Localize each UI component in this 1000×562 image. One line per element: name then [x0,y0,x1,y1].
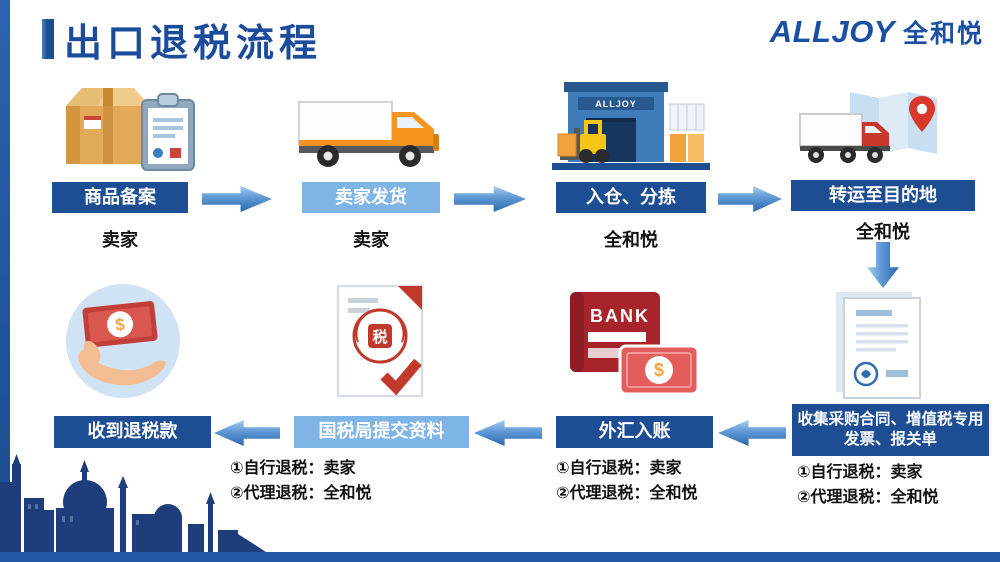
actor-seller-2: 卖家 [353,230,389,250]
transport-to-destination-icon [799,92,937,163]
warehouse-forklift-icon: ALLJOY [552,82,710,170]
left-edge-bar [0,0,10,562]
note-line: ①自行退税：卖家 [797,464,923,481]
delivery-truck-icon [298,101,439,167]
logo-wordmark: ALLJOY [769,14,895,49]
step-label-product-registration: 商品备案 [52,182,188,213]
step-label-seller-ships: 卖家发货 [302,182,440,213]
city-skyline [0,454,266,552]
tax-bureau-document-icon: 税 [336,284,424,398]
flow-arrow-right-2 [454,186,526,212]
svg-text:ALLJOY: ALLJOY [595,99,637,109]
notes-collect-documents: ①自行退税：卖家 ②代理退税：全和悦 [797,460,939,510]
actor-seller-1: 卖家 [102,230,138,250]
logo-chinese-name: 全和悦 [902,20,984,48]
receive-refund-icon: $ [66,284,180,398]
alljoy-logo: ALLJOY 全和悦 [770,14,984,50]
bank-deposit-icon: BANK $ [570,292,700,396]
note-line: ①自行退税：卖家 [556,460,682,477]
step-label-collect-documents: 收集采购合同、增值税专用发票、报关单 [792,404,989,456]
svg-text:BANK: BANK [590,306,650,326]
step-label-warehouse-sorting: 入仓、分拣 [556,182,706,213]
notes-forex-receipt: ①自行退税：卖家 ②代理退税：全和悦 [556,456,698,506]
step-label-receive-refund: 收到退税款 [54,416,211,448]
flow-arrow-right-3 [718,186,782,212]
actor-alljoy-2: 全和悦 [856,222,910,242]
note-line: ②代理退税：全和悦 [230,485,372,502]
note-line: ②代理退税：全和悦 [556,485,698,502]
step-label-forex-receipt: 外汇入账 [556,416,713,448]
page-title: 出口退税流程 [64,23,323,65]
flow-arrow-right-1 [202,186,272,212]
package-clipboard-icon [66,88,195,171]
svg-text:$: $ [114,315,126,335]
step-label-transport-to-destination: 转运至目的地 [791,180,975,211]
flow-arrow-left-1 [718,420,786,446]
note-line: ②代理退税：全和悦 [797,489,939,506]
step-label-submit-tax-bureau: 国税局提交资料 [294,416,469,448]
bottom-edge-bar [0,552,1000,562]
flow-arrow-left-2 [474,420,542,446]
actor-alljoy-1: 全和悦 [604,230,658,250]
svg-text:税: 税 [372,328,387,346]
flow-arrow-down [867,242,899,288]
notes-submit-tax-bureau: ①自行退税：卖家 ②代理退税：全和悦 [230,456,372,506]
title-accent-bar [42,19,54,59]
flow-arrow-left-3 [214,420,280,446]
note-line: ①自行退税：卖家 [230,460,356,477]
svg-text:$: $ [654,360,664,380]
contract-documents-icon [836,292,921,399]
